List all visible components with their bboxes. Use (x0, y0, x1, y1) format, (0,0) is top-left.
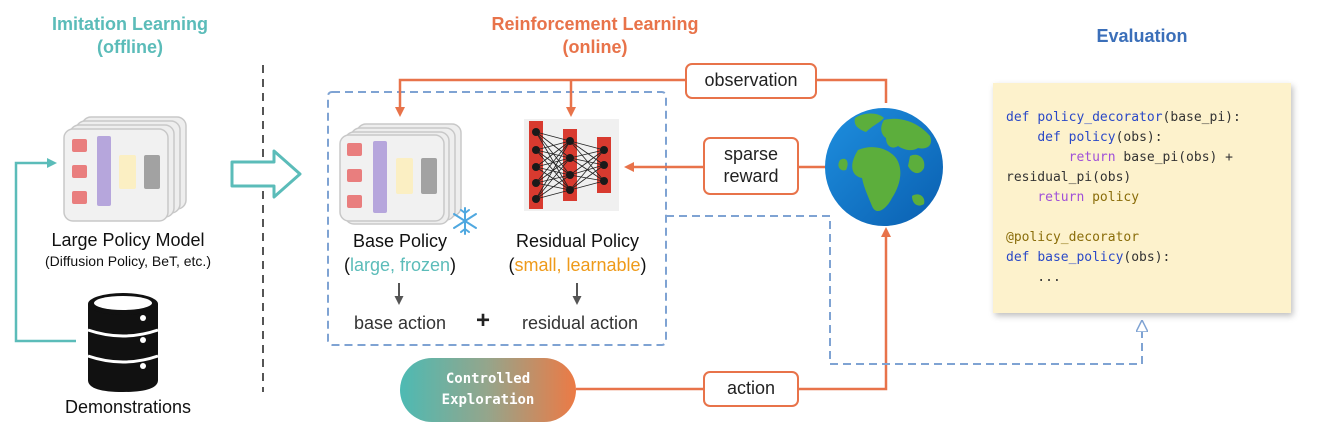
base-paren-open: ( (343, 255, 350, 275)
large-policy-model-sublabel: (Diffusion Policy, BeT, etc.) (45, 253, 211, 269)
exploration-line1: Controlled (445, 371, 531, 387)
exploration-line2: Exploration (441, 392, 535, 408)
controlled-exploration-pill: Controlled Exploration (400, 358, 576, 422)
code-line-1: def policy_decorator(base_pi): (1006, 110, 1241, 125)
rl-subtitle: (online) (562, 37, 628, 57)
evaluation-title: Evaluation (1096, 26, 1188, 46)
base-paren-close: ) (450, 255, 457, 275)
policy-dashed-box (327, 91, 667, 346)
imitation-title-text: Imitation Learning (51, 14, 208, 34)
base-policy-desc-text: large, frozen (349, 255, 451, 275)
residual-paren-close: ) (640, 255, 647, 275)
evaluation-code-block: def policy_decorator(base_pi): def polic… (993, 83, 1291, 313)
evaluation-route (666, 215, 1142, 365)
code-line-4: residual_pi(obs) (1006, 170, 1132, 185)
code-line-5: return policy (1037, 190, 1140, 205)
sparse-reward-line2: reward (723, 166, 779, 186)
base-policy-icon (339, 123, 462, 225)
action-arrow (576, 227, 891, 391)
residual-policy-title: Residual Policy (515, 231, 640, 251)
base-action-label: base action (353, 313, 447, 333)
observation-line (395, 78, 888, 117)
large-policy-model-icon (63, 116, 187, 222)
globe-icon (825, 108, 943, 226)
residual-network-icon (524, 119, 619, 211)
imitation-title: Imitation Learning (offline) (20, 13, 240, 59)
rl-title: Reinforcement Learning (online) (450, 13, 740, 59)
plus-sign: + (475, 307, 490, 334)
residual-action-label: residual action (521, 313, 639, 333)
base-policy-title: Base Policy (352, 231, 448, 251)
residual-paren-open: ( (508, 255, 515, 275)
residual-policy-descriptor: (small, learnable) (490, 254, 665, 276)
transfer-arrow (230, 149, 302, 199)
demo-to-model-arrow (14, 158, 76, 343)
imitation-subtitle: (offline) (97, 37, 163, 57)
code-line-7: @policy_decorator (1006, 230, 1140, 245)
database-icon (87, 293, 159, 392)
code-line-9: ... (1006, 270, 1061, 285)
observation-pill: observation (685, 63, 817, 99)
demonstrations-label: Demonstrations (64, 397, 192, 417)
code-line-3: return base_pi(obs) + (1068, 150, 1233, 165)
rl-title-text: Reinforcement Learning (491, 14, 699, 34)
residual-policy-desc-text: small, learnable (514, 255, 641, 275)
action-pill: action (703, 371, 799, 407)
code-line-6 (1006, 208, 1291, 228)
code-line-2: def policy(obs): (1037, 130, 1163, 145)
base-policy-descriptor: (large, frozen) (320, 254, 480, 276)
sparse-reward-line1: sparse (723, 144, 779, 164)
code-line-8: def base_policy(obs): (1006, 250, 1171, 265)
large-policy-model-label: Large Policy Model (51, 230, 205, 250)
snowflake-icon (453, 207, 477, 235)
sparse-reward-pill: sparse reward (703, 137, 799, 195)
